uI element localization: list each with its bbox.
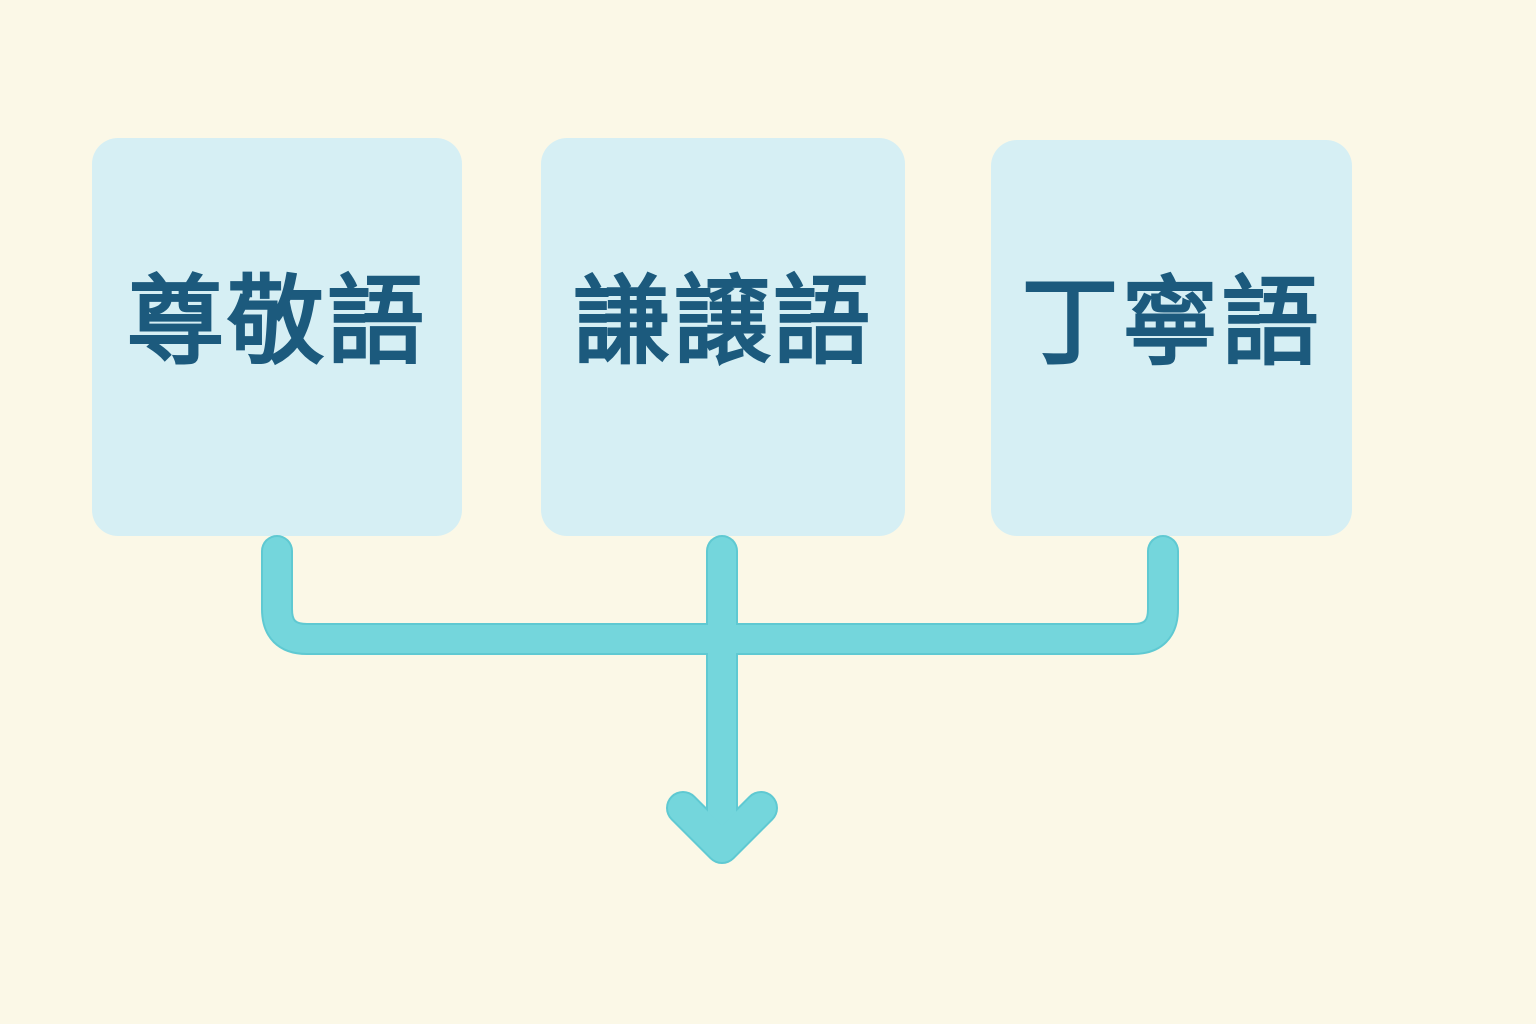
bracket-line	[263, 537, 1177, 653]
card-sonkeigo: 尊敬語	[92, 138, 462, 536]
card-teineigo-label: 丁寧語	[1021, 265, 1322, 379]
arrow-head-edge	[666, 791, 778, 864]
arrow-down-icon	[668, 793, 776, 862]
card-kenjogo-label: 謙譲語	[573, 264, 873, 378]
card-teineigo: 丁寧語	[991, 140, 1352, 536]
bracket-line-edge	[261, 535, 1179, 655]
card-kenjogo: 謙譲語	[541, 138, 905, 536]
card-sonkeigo-label: 尊敬語	[127, 264, 427, 378]
